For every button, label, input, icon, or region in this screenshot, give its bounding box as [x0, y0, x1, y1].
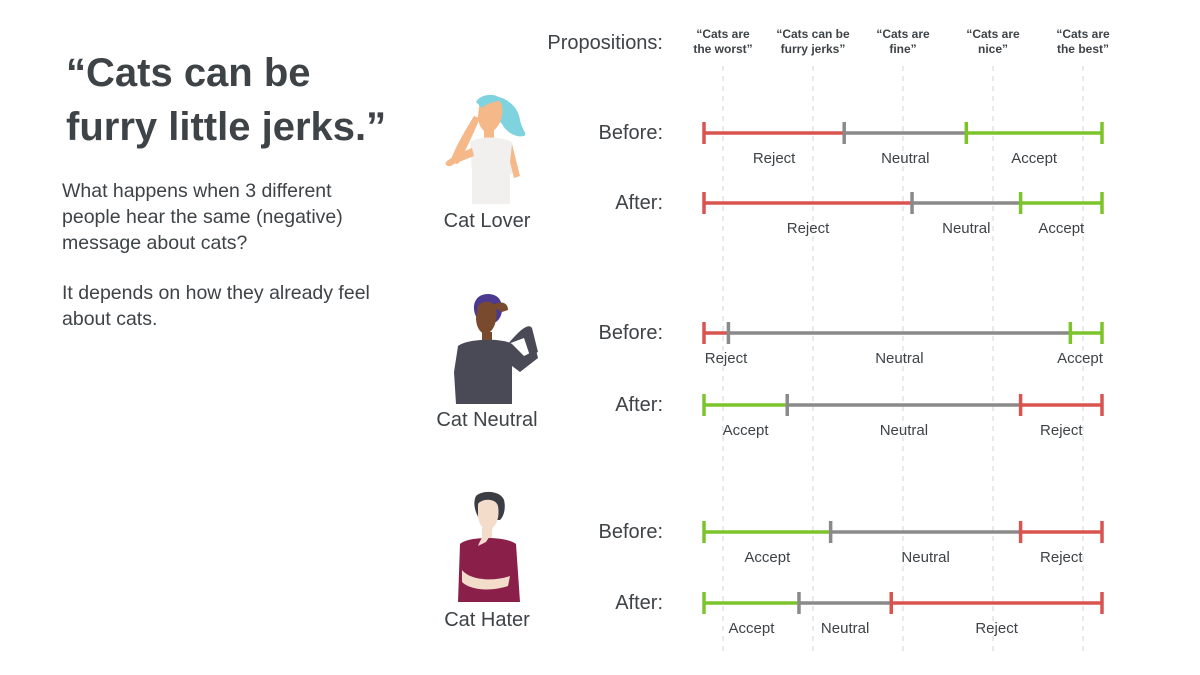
row-label: After:: [615, 192, 663, 214]
row-label: After:: [615, 592, 663, 614]
person-touching-head-icon: [445, 94, 526, 204]
reject-label: Reject: [753, 150, 796, 167]
neutral-label: Neutral: [875, 350, 923, 367]
headline-line-2: furry little jerks.”: [66, 105, 387, 149]
reject-label: Reject: [1040, 549, 1083, 566]
person-label-cat-lover: Cat Lover: [443, 210, 531, 232]
propositions-label: Propositions:: [547, 32, 663, 54]
neutral-label: Neutral: [881, 150, 929, 167]
person-label-cat-neutral: Cat Neutral: [436, 409, 538, 431]
accept-label: Accept: [723, 422, 770, 439]
person-thinking-icon: [458, 491, 520, 602]
accept-label: Accept: [729, 620, 776, 637]
description-question: What happens when 3 different people hea…: [62, 180, 343, 254]
neutral-label: Neutral: [880, 422, 928, 439]
row-label: Before:: [599, 122, 663, 144]
proposition-header: “Cats are: [876, 27, 930, 41]
headline-quote: “Cats can be furry little jerks.”: [66, 46, 426, 154]
proposition-header: the best”: [1057, 42, 1109, 56]
proposition-header: furry jerks”: [781, 42, 846, 56]
proposition-header: “Cats can be: [776, 27, 850, 41]
proposition-header: the worst”: [693, 42, 752, 56]
proposition-header: “Cats are: [696, 27, 750, 41]
person-label-cat-hater: Cat Hater: [444, 609, 530, 631]
row-label: Before:: [599, 521, 663, 543]
proposition-header: “Cats are: [966, 27, 1020, 41]
proposition-header: nice”: [978, 42, 1008, 56]
description: What happens when 3 different people hea…: [62, 178, 392, 356]
reject-label: Reject: [705, 350, 748, 367]
row-label: Before:: [599, 322, 663, 344]
accept-label: Accept: [1011, 150, 1058, 167]
accept-label: Accept: [744, 549, 791, 566]
neutral-label: Neutral: [942, 220, 990, 237]
reject-label: Reject: [1040, 422, 1083, 439]
headline-line-1: “Cats can be: [66, 51, 311, 95]
row-label: After:: [615, 394, 663, 416]
proposition-header: “Cats are: [1056, 27, 1110, 41]
description-answer: It depends on how they already feel abou…: [62, 282, 370, 330]
reject-label: Reject: [787, 220, 830, 237]
accept-label: Accept: [1038, 220, 1085, 237]
neutral-label: Neutral: [901, 549, 949, 566]
person-scratching-head-icon: [454, 294, 538, 404]
accept-label: Accept: [1057, 350, 1104, 367]
reject-label: Reject: [975, 620, 1018, 637]
neutral-label: Neutral: [821, 620, 869, 637]
proposition-header: fine”: [889, 42, 916, 56]
